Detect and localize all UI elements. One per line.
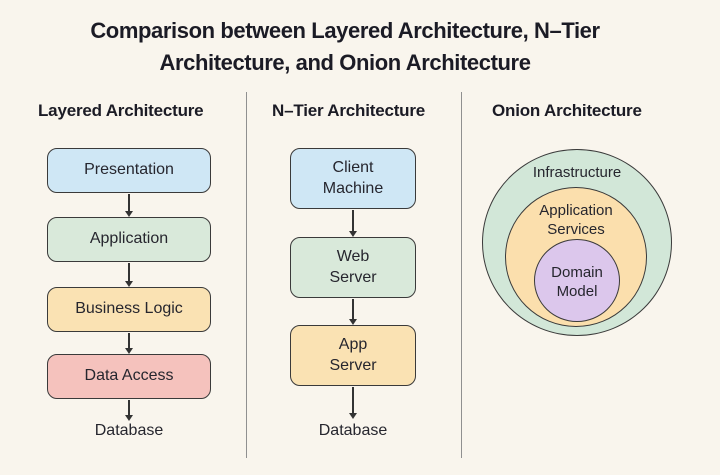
ntier-box-app-server: App Server <box>290 325 416 386</box>
arrow-down-icon <box>348 387 358 419</box>
onion-ring-domain-model <box>534 239 620 322</box>
arrow-down-icon <box>124 333 134 354</box>
ntier-architecture-heading: N–Tier Architecture <box>272 101 426 120</box>
onion-label-infrastructure: Infrastructure <box>532 164 622 181</box>
arrow-down-icon <box>124 263 134 287</box>
layered-box-application: Application <box>47 217 211 262</box>
onion-label-application-services: Application Services <box>539 202 613 238</box>
ntier-database-label: Database <box>318 422 388 439</box>
arrow-down-icon <box>124 400 134 421</box>
arrow-down-icon <box>348 299 358 325</box>
layered-box-presentation: Presentation <box>47 148 211 193</box>
arrow-down-icon <box>348 210 358 237</box>
onion-label-domain-model: Domain Model <box>551 264 603 300</box>
column-divider-2 <box>461 92 462 458</box>
layered-architecture-heading: Layered Architecture <box>38 101 204 120</box>
layered-box-business-logic: Business Logic <box>47 287 211 332</box>
ntier-box-client-machine: Client Machine <box>290 148 416 209</box>
onion-architecture-heading: Onion Architecture <box>492 101 642 120</box>
layered-database-label: Database <box>94 422 164 439</box>
column-divider-1 <box>246 92 247 458</box>
layered-box-data-access: Data Access <box>47 354 211 399</box>
diagram-title: Comparison between Layered Architecture,… <box>90 18 600 75</box>
arrow-down-icon <box>124 194 134 217</box>
ntier-box-web-server: Web Server <box>290 237 416 298</box>
